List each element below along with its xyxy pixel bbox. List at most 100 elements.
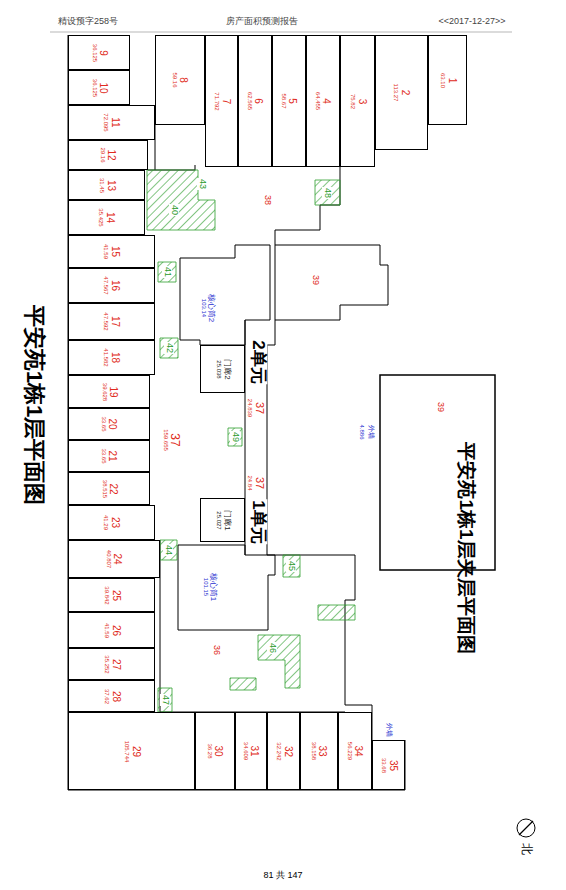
room-number: 11	[109, 117, 120, 127]
text-holder: 1747.592	[69, 304, 154, 339]
room-number: 23	[109, 517, 120, 528]
room-number: 24	[112, 553, 123, 564]
text-holder: 1939.628	[69, 376, 149, 407]
unit-label: 1单元	[249, 499, 268, 544]
room-number: 18	[109, 352, 120, 363]
core-tube: 核心筒1101.15	[184, 558, 236, 616]
room-number: 35	[386, 759, 397, 770]
header-date: <<2017-12-27>>	[437, 17, 506, 27]
area-value: 59.16	[172, 72, 178, 87]
area-value: 36.125	[91, 43, 97, 61]
hatch-number: 42	[164, 342, 174, 354]
plan-title: 平安苑1栋1层平面图	[22, 304, 46, 506]
area-value: 34.609	[243, 742, 249, 760]
mezzanine-outline	[380, 375, 495, 570]
room-number: 15	[109, 246, 120, 257]
area-value: 159.655	[163, 429, 169, 451]
text-holder: 1172.095	[69, 106, 154, 139]
room-number: 37	[169, 433, 182, 446]
room: 771.792	[205, 35, 238, 167]
room-number: 4	[321, 98, 332, 104]
common-area: 38	[250, 180, 284, 220]
text-holder: 2539.842	[69, 579, 154, 611]
area-value: 72.095	[103, 113, 109, 131]
room-number: 39	[435, 402, 444, 412]
text-holder: 464.455	[307, 36, 339, 166]
room-number: 37	[253, 402, 265, 414]
room-number: 19	[107, 386, 118, 397]
room-number: 8	[178, 77, 189, 83]
north-arrow	[517, 819, 535, 837]
room-number: 5	[287, 98, 298, 104]
hatch-number: 41	[162, 266, 172, 278]
north-label: 北	[519, 842, 532, 856]
text-holder: 1229.16	[69, 141, 147, 169]
room-number: 34	[353, 745, 364, 756]
room: 2238.515	[68, 472, 150, 505]
room-number: 36	[211, 645, 220, 655]
room-number: 33	[317, 745, 328, 756]
room: 2837.62	[68, 680, 155, 712]
porch: 门廊125.027	[200, 498, 245, 542]
area-value: 71.792	[213, 92, 219, 110]
text-holder: 2133.65	[69, 441, 149, 471]
text-holder: 1841.582	[69, 341, 154, 374]
text-holder: 1647.567	[69, 269, 154, 302]
room-number: 16	[109, 280, 120, 291]
text-holder: 39	[418, 385, 462, 429]
room-number: 门廊2	[221, 359, 229, 379]
text-holder: 936.125	[69, 36, 129, 69]
room: 1036.125	[68, 70, 130, 105]
text-holder: 核心筒2103.14	[184, 282, 232, 334]
text-holder: 2735.252	[69, 649, 154, 679]
area-value: 41.29	[103, 515, 109, 530]
area-value: 36.125	[91, 78, 97, 96]
mezzanine-area: 39	[418, 385, 462, 429]
text-holder: 662.565	[239, 36, 271, 166]
room: 1939.628	[68, 375, 150, 408]
text-holder: 门廊225.038	[201, 346, 244, 392]
room-number: 1	[445, 77, 456, 83]
text-holder: 38	[250, 180, 284, 220]
room-number: 核心筒2	[207, 294, 215, 322]
room: 1747.592	[68, 303, 155, 340]
area-value: 41.582	[103, 348, 109, 366]
area-value: 63.10	[439, 72, 445, 87]
room: 2033.65	[68, 408, 150, 440]
area-value: 75.82	[349, 93, 355, 108]
area-value: 35.425	[98, 208, 104, 226]
room-number: 31	[249, 745, 260, 756]
common-area: 36	[196, 628, 236, 672]
corridor-area: 37159.655	[152, 405, 192, 475]
text-holder: 1541.59	[69, 236, 154, 267]
room-number: 7	[219, 98, 230, 104]
room-number: 12	[106, 149, 117, 160]
hatch-number: 49	[230, 431, 240, 443]
text-holder: 2440.807	[69, 541, 159, 577]
area-value: 38.515	[101, 479, 107, 497]
header-text: 房产面积预测报告	[225, 17, 299, 27]
area-value: 40.807	[106, 550, 112, 568]
area-value: 25.027	[215, 511, 221, 529]
text-holder: 859.16	[156, 36, 204, 124]
text-holder: 771.792	[206, 36, 237, 166]
room: 2133.65	[68, 440, 150, 472]
room-number: 14	[104, 212, 115, 223]
room-number: 2	[399, 90, 410, 96]
area-value: 101.15	[203, 578, 209, 596]
common-area: 39	[298, 258, 332, 302]
room: 2440.807	[68, 540, 160, 578]
room-number: 13	[104, 179, 115, 190]
room: 936.125	[68, 35, 130, 70]
room-number: 37	[253, 477, 265, 489]
room-number: 26	[109, 624, 120, 635]
room: 2539.842	[68, 578, 155, 612]
room: 558.67	[272, 35, 306, 167]
area-value: 39.628	[101, 382, 107, 400]
wall-note: 外墙	[367, 424, 375, 440]
text-holder: 2837.62	[69, 681, 154, 711]
room-number: 20	[107, 418, 118, 429]
area-value: 35.252	[103, 655, 109, 673]
text-holder: 3134.609	[236, 713, 266, 789]
wall-lines	[68, 35, 405, 790]
